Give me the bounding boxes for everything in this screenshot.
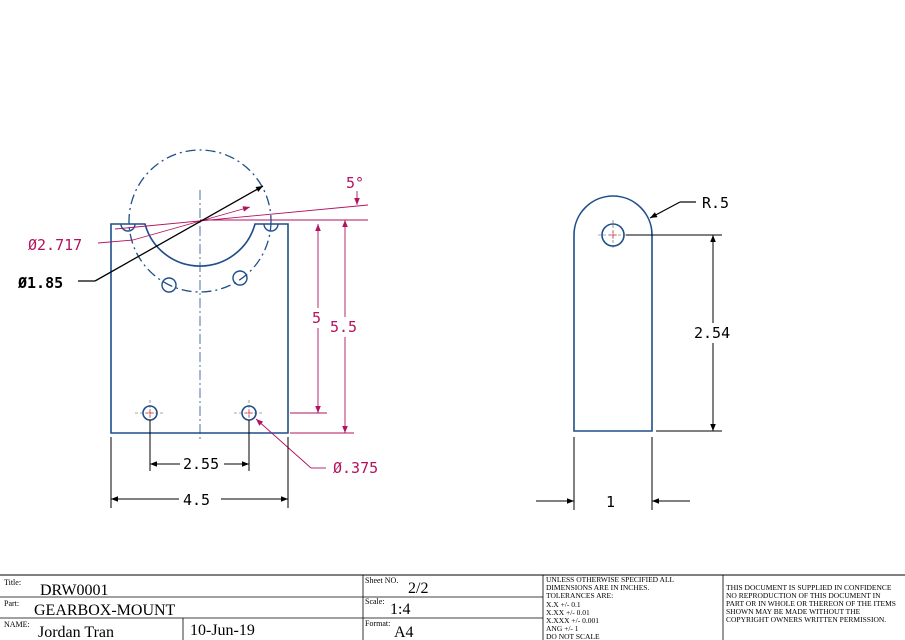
svg-text:SHOWN MAY BE MADE WITHOUT THE: SHOWN MAY BE MADE WITHOUT THE: [726, 607, 861, 616]
height-5-label: 5: [312, 309, 321, 327]
hole-dia-label: Ø.375: [333, 459, 378, 477]
title-block: Title: DRW0001 Part: GEARBOX-MOUNT NAME:…: [0, 574, 905, 640]
sheet-value: 2/2: [408, 580, 428, 597]
title-value: DRW0001: [40, 582, 108, 599]
svg-text:THIS DOCUMENT IS SUPPLIED IN C: THIS DOCUMENT IS SUPPLIED IN CONFIDENCE: [726, 583, 892, 592]
svg-text:DIMENSIONS ARE IN INCHES.: DIMENSIONS ARE IN INCHES.: [546, 583, 649, 592]
sheet-label: Sheet NO.: [365, 576, 398, 585]
front-view: 5° Ø2.717 Ø1.85 5 5.5 Ø.375 2.55: [17, 149, 378, 509]
svg-text:UNLESS OTHERWISE SPECIFIED ALL: UNLESS OTHERWISE SPECIFIED ALL: [546, 575, 675, 584]
thickness-label: 1: [606, 493, 615, 511]
angle-ref-inclined: [114, 204, 369, 230]
side-plate-outline: [573, 195, 653, 432]
scale-label: Scale:: [365, 597, 385, 606]
svg-text:TOLERANCES ARE:: TOLERANCES ARE:: [546, 591, 613, 600]
height-5-5-label: 5.5: [330, 318, 357, 336]
tolerance-notes: UNLESS OTHERWISE SPECIFIED ALL DIMENSION…: [546, 575, 675, 640]
width-label: 4.5: [183, 491, 210, 509]
part-value: GEARBOX-MOUNT: [34, 602, 176, 619]
side-center-mark: [598, 220, 628, 250]
angle-label: 5°: [346, 174, 364, 192]
dia-bolt-circle-label: Ø1.85: [17, 274, 63, 292]
date-value: 10-Jun-19: [190, 622, 255, 639]
svg-text:X.XXX +/- 0.001: X.XXX +/- 0.001: [546, 616, 599, 625]
name-label: NAME:: [4, 620, 30, 629]
hole-dia-leader: [255, 418, 312, 469]
center-marks: [135, 400, 264, 426]
name-value: Jordan Tran: [38, 624, 114, 640]
front-plate-outline: [110, 223, 289, 434]
bolt-hole-lower-left: [161, 277, 177, 293]
svg-text:ANG +/- 1: ANG +/- 1: [546, 624, 579, 633]
radius-label: R.5: [702, 194, 729, 212]
svg-text:COPYRIGHT OWNERS WRITTEN PERMI: COPYRIGHT OWNERS WRITTEN PERMISSION.: [726, 615, 886, 624]
scale-value: 1:4: [390, 601, 410, 618]
edge-hole-right: [263, 223, 279, 232]
svg-text:NO REPRODUCTION OF THIS DOCUME: NO REPRODUCTION OF THIS DOCUMENT IN: [726, 591, 881, 600]
format-value: A4: [394, 624, 414, 640]
dia-large-leader: [132, 206, 251, 241]
svg-text:X.XX +/- 0.01: X.XX +/- 0.01: [546, 608, 590, 617]
title-label: Title:: [4, 578, 21, 587]
svg-text:DO NOT SCALE: DO NOT SCALE: [546, 632, 600, 640]
svg-text:X.X +/- 0.1: X.X +/- 0.1: [546, 600, 581, 609]
radius-leader: [649, 201, 681, 219]
hole-spacing-label: 2.55: [183, 455, 219, 473]
edge-hole-left: [120, 223, 136, 232]
bolt-circle: [128, 149, 272, 293]
svg-text:PART OR IN WHOLE OR THEREON OF: PART OR IN WHOLE OR THEREON OF THE ITEMS: [726, 599, 896, 608]
dia-bolt-circle-leader: [94, 185, 264, 282]
bolt-hole-lower-right: [232, 270, 248, 286]
confidentiality-notes: THIS DOCUMENT IS SUPPLIED IN CONFIDENCE …: [726, 583, 896, 624]
format-label: Format:: [365, 619, 390, 628]
part-label: Part:: [4, 599, 19, 608]
side-view: R.5 2.54 1: [536, 194, 734, 511]
dia-large-label: Ø2.717: [28, 236, 82, 254]
hole-height-label: 2.54: [694, 324, 730, 342]
